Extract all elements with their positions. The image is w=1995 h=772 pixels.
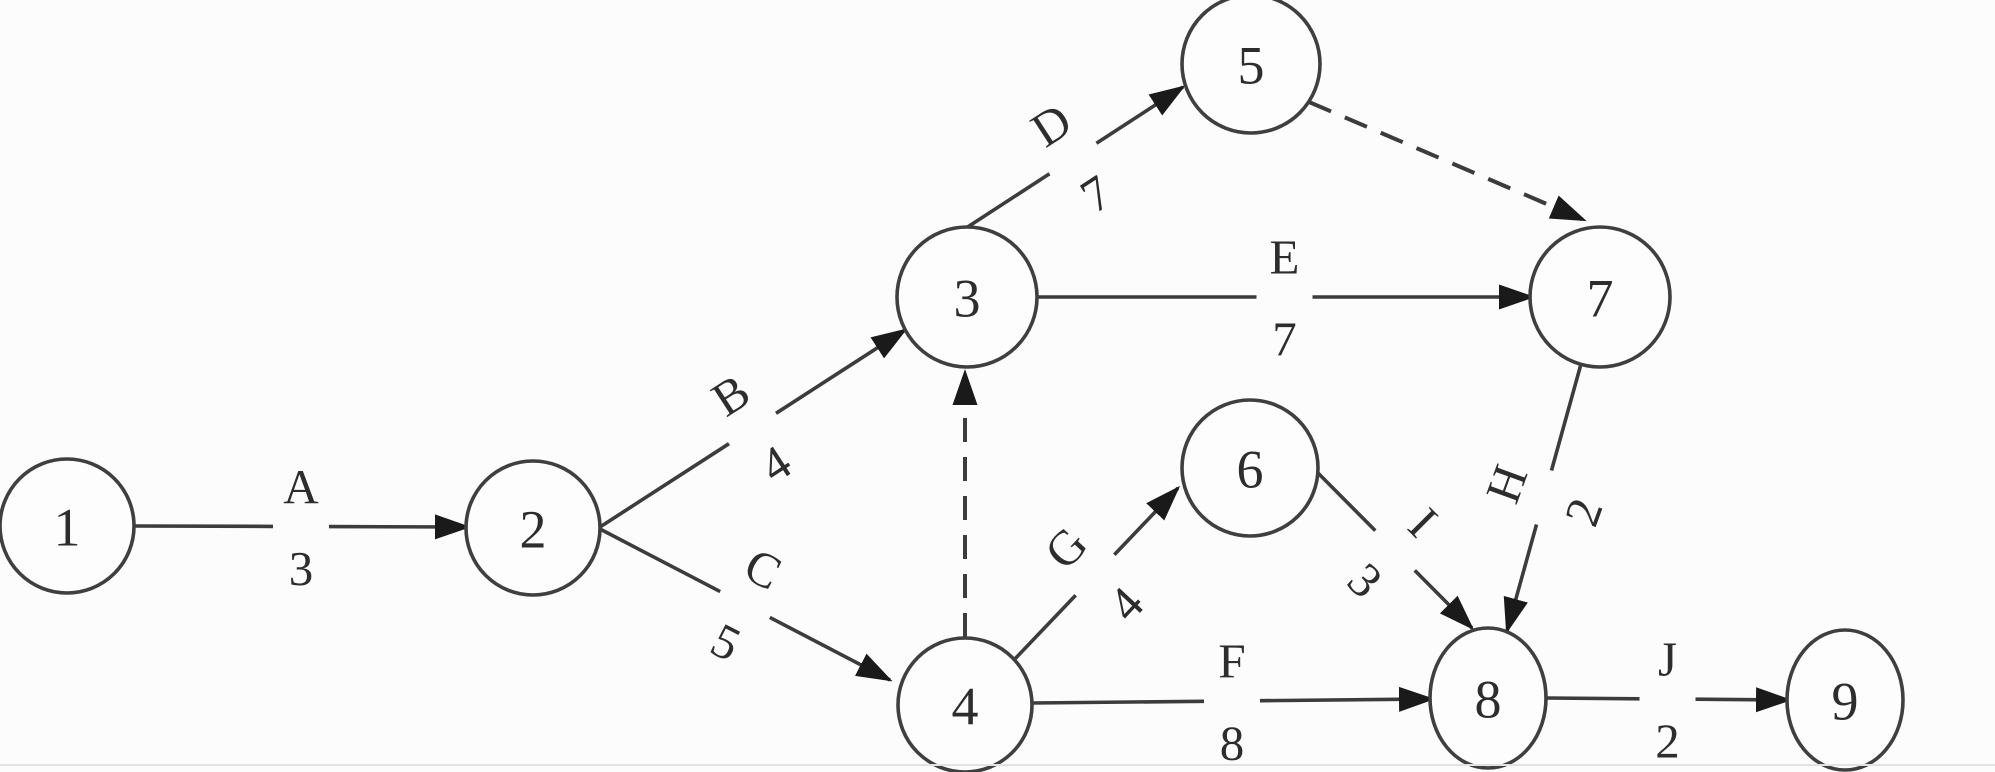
node-6-circle xyxy=(1180,398,1320,538)
edge-J-line-end xyxy=(1695,687,1792,713)
edge-D-letter: D xyxy=(1021,92,1081,157)
node-2-label: 2 xyxy=(520,499,547,559)
node-5-label: 5 xyxy=(1238,35,1265,95)
edge-C-letter: C xyxy=(736,537,790,601)
edge-H-line-end xyxy=(1503,524,1539,634)
node-9-circle xyxy=(1785,628,1905,772)
edge-E-letter: E xyxy=(1270,230,1300,285)
edge-A-letter: A xyxy=(283,459,319,514)
edge-F-letter: F xyxy=(1218,634,1245,689)
edge-H-duration: 2 xyxy=(1554,491,1614,533)
edge-J-letter: J xyxy=(1658,632,1677,687)
edge-D-line-start xyxy=(962,172,1051,232)
edge-G-line-end xyxy=(1113,485,1181,556)
edge-B-duration: 4 xyxy=(750,434,801,493)
edge-F-line-end xyxy=(1259,686,1435,712)
node-7-label: 7 xyxy=(1587,268,1614,328)
edge-E-duration: 7 xyxy=(1272,312,1297,367)
edge-I-line-end xyxy=(1413,569,1475,631)
edge-C-line-start xyxy=(599,527,721,594)
edge-H-line-start xyxy=(1549,363,1583,471)
edge-G-duration: 4 xyxy=(1097,576,1154,631)
edge-B-line-start xyxy=(599,442,730,529)
edge-C-duration: 5 xyxy=(702,612,749,672)
edge-D-line-end xyxy=(1095,85,1186,145)
node-9-label: 9 xyxy=(1832,671,1859,731)
edge-H-letter: H xyxy=(1475,458,1539,510)
edge-G-letter: G xyxy=(1034,516,1098,579)
node-4-label: 4 xyxy=(952,676,979,736)
node-5-circle xyxy=(1180,0,1322,135)
edge-C-line-end xyxy=(769,615,893,682)
edge-F-duration: 8 xyxy=(1220,716,1245,771)
node-1-label: 1 xyxy=(54,497,81,557)
edge-F-line-start xyxy=(1031,699,1205,705)
edge-J-line-start xyxy=(1545,696,1640,701)
node-7-circle xyxy=(1528,225,1672,369)
edge-dummy-5-7-line xyxy=(1308,100,1587,222)
node-4-circle xyxy=(896,636,1034,772)
node-6-label: 6 xyxy=(1237,439,1264,499)
node-2-circle xyxy=(464,459,602,597)
node-1-circle xyxy=(0,457,136,595)
node-3-circle xyxy=(895,225,1039,369)
edge-I-letter: I xyxy=(1398,497,1448,547)
edge-D-duration: 7 xyxy=(1071,164,1122,223)
edge-G-line-start xyxy=(1010,594,1077,664)
edge-A-duration: 3 xyxy=(289,541,314,596)
edge-I-duration: 3 xyxy=(1337,552,1393,608)
edges-layer xyxy=(133,85,1792,713)
nodes-layer: 1 2 3 4 5 6 7 8 9 xyxy=(0,0,1905,772)
edge-I-line-start xyxy=(1316,471,1377,532)
node-3-label: 3 xyxy=(954,268,981,328)
edge-J-duration: 2 xyxy=(1655,714,1680,769)
node-8-circle xyxy=(1428,626,1548,770)
edge-B-line-end xyxy=(775,328,908,415)
edge-B-letter: B xyxy=(702,363,759,427)
node-8-label: 8 xyxy=(1475,669,1502,729)
